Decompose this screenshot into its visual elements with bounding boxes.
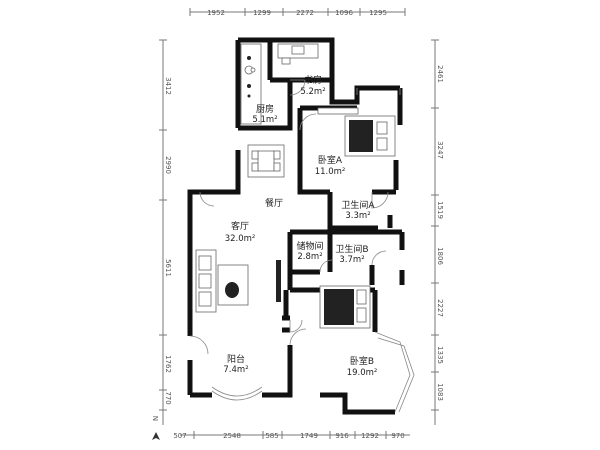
room-name-storage: 储物间 (296, 240, 323, 252)
room-name-study: 书房 (304, 74, 322, 86)
dim-bottom-3: 585 (265, 432, 278, 440)
dim-left-3: 5611 (164, 259, 172, 277)
room-name-bathroom-b: 卫生间B (335, 243, 368, 255)
north-arrow: N (152, 416, 160, 440)
room-area-living: 32.0m² (225, 234, 256, 244)
room-area-bedroom-a: 11.0m² (315, 167, 346, 177)
bottom-dimensions: 507 2548 585 1749 916 1292 970 (173, 431, 410, 440)
dim-bottom-5: 916 (335, 432, 349, 440)
living-sofa (195, 249, 281, 313)
dim-top-2: 1299 (253, 9, 271, 17)
bed-a (344, 115, 396, 157)
dim-top-1: 1952 (207, 9, 225, 17)
dim-right-5: 2227 (436, 299, 444, 317)
room-name-dining: 餐厅 (265, 197, 283, 209)
dim-right-2: 3247 (436, 141, 444, 159)
dim-right-4: 1806 (436, 247, 444, 265)
study-desk (277, 43, 319, 65)
room-name-kitchen: 厨房 (256, 103, 274, 115)
kitchen-counter (240, 43, 262, 125)
north-arrow-icon (152, 432, 160, 440)
room-name-bedroom-b: 卧室B (350, 355, 374, 367)
dim-left-1: 3412 (164, 77, 172, 95)
room-area-balcony: 7.4m² (223, 365, 248, 375)
room-area-study: 5.2m² (300, 87, 325, 97)
dim-left-5: 770 (164, 391, 172, 404)
room-name-balcony: 阳台 (227, 353, 245, 365)
bay-windows (211, 88, 415, 413)
bed-b (319, 285, 371, 329)
dim-right-1: 2461 (436, 65, 444, 83)
room-labels: 书房 5.2m² 厨房 5.1m² 卧室A 11.0m² 餐厅 卫生间A 3.3… (223, 74, 377, 378)
room-area-storage: 2.8m² (297, 252, 322, 262)
room-name-living: 客厅 (231, 220, 249, 232)
room-name-bathroom-a: 卫生间A (341, 199, 375, 211)
top-dimensions: 1952 1299 2272 1096 1295 (189, 8, 406, 17)
dim-top-4: 1096 (335, 9, 353, 17)
dining-table (247, 144, 285, 178)
dim-bottom-4: 1749 (300, 432, 318, 440)
dim-right-6: 1335 (436, 346, 444, 364)
room-area-bathroom-a: 3.3m² (345, 211, 370, 221)
dim-right-7: 1083 (436, 383, 444, 401)
dim-right-3: 1519 (436, 201, 444, 219)
doors (189, 79, 389, 355)
right-dimensions: 2461 3247 1519 1806 2227 1335 1083 (431, 39, 444, 425)
north-label: N (152, 416, 160, 421)
room-area-kitchen: 5.1m² (252, 115, 277, 125)
room-area-bedroom-b: 19.0m² (347, 368, 378, 378)
dim-left-2: 2990 (164, 156, 172, 174)
dim-bottom-7: 970 (391, 432, 404, 440)
dim-top-3: 2272 (296, 9, 314, 17)
room-area-bathroom-b: 3.7m² (339, 255, 364, 265)
room-name-bedroom-a: 卧室A (318, 154, 343, 166)
dim-left-4: 1762 (164, 355, 172, 373)
left-dimensions: 3412 2990 5611 1762 770 (159, 39, 172, 425)
dim-top-5: 1295 (369, 9, 387, 17)
dim-bottom-6: 1292 (361, 432, 379, 440)
dim-bottom-2: 2548 (223, 432, 241, 440)
dim-bottom-1: 507 (173, 432, 186, 440)
